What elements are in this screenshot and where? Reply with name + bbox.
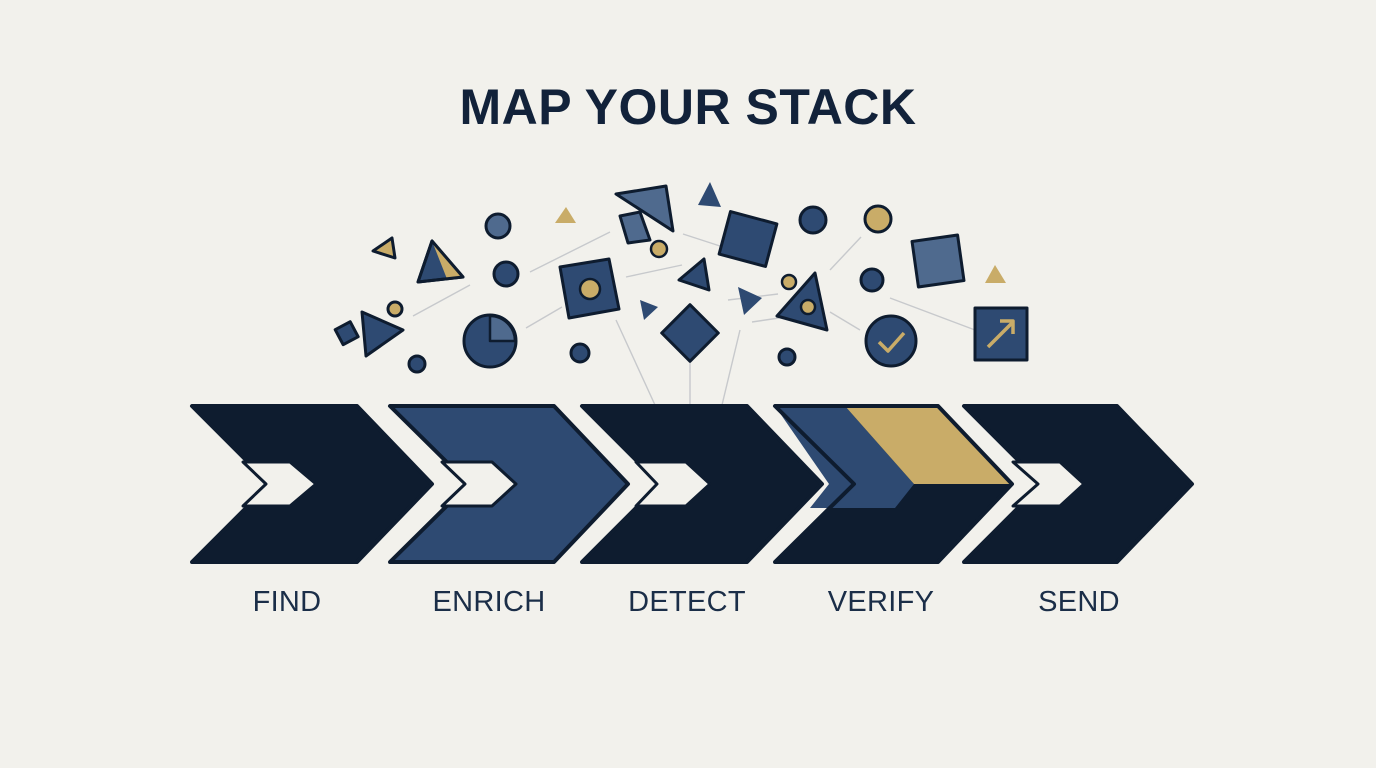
small-gold-circle-icon [780, 273, 798, 291]
connector-lines [412, 231, 976, 406]
page-title: MAP YOUR STACK [459, 79, 917, 135]
triangle-icon [677, 257, 711, 292]
pipeline-chevrons [190, 404, 1194, 564]
diamond-icon [660, 303, 720, 363]
target-square-icon [558, 257, 621, 320]
step-label-detect: DETECT [628, 586, 746, 618]
arc-icon [618, 210, 652, 245]
slate-square-icon [910, 233, 966, 289]
circle-icon [859, 267, 885, 293]
small-gold-circle-icon [386, 300, 404, 318]
step-label-find: FIND [252, 586, 322, 618]
check-circle-icon [864, 314, 918, 368]
small-triangle-icon [640, 300, 658, 320]
step-chevron-verify [773, 404, 1014, 564]
gold-circle-icon [649, 239, 669, 259]
scattered-icons [333, 182, 1029, 374]
slate-triangle-icon [614, 184, 675, 233]
step-label-verify: VERIFY [827, 586, 935, 618]
square-icon [717, 210, 779, 268]
small-dot-icon [407, 354, 427, 374]
step-label-enrich: ENRICH [432, 586, 546, 618]
circle-icon [798, 205, 828, 235]
target-triangle-icon [775, 271, 829, 332]
triangle-icon [360, 310, 405, 358]
small-triangle-icon [738, 287, 762, 315]
pie-icon [462, 313, 518, 369]
arrow-up-right-icon [973, 306, 1029, 362]
small-square-icon [333, 320, 360, 347]
chevron-notches [241, 460, 1086, 508]
gold-triangle-icon [555, 207, 576, 223]
small-dot-icon [777, 347, 797, 367]
gold-circle-icon [863, 204, 893, 234]
step-label-send: SEND [1038, 586, 1120, 618]
gold-triangle-icon [371, 236, 397, 260]
small-dot-icon [569, 342, 591, 364]
circle-icon [492, 260, 520, 288]
triangle-icon [698, 182, 721, 207]
gold-triangle-icon [985, 265, 1006, 283]
circle-icon [484, 212, 512, 240]
